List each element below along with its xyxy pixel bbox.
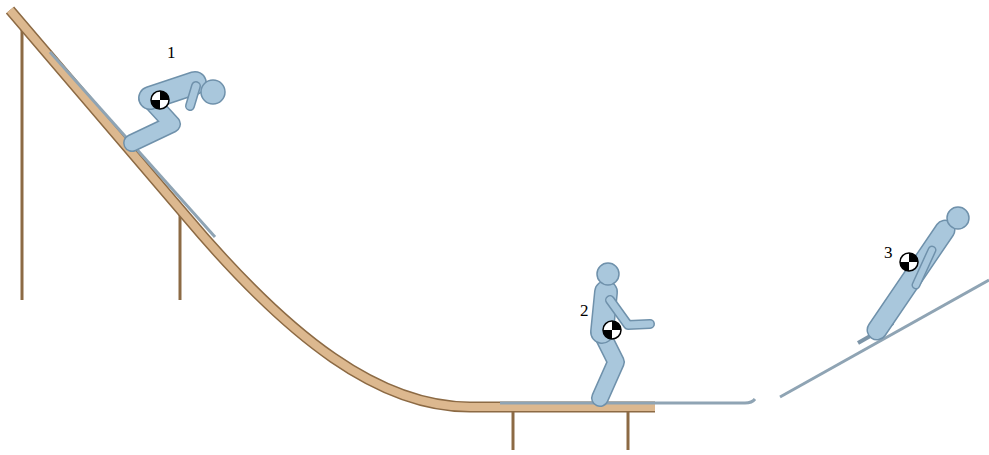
callout-number: 3 [884, 244, 893, 261]
com-circle [900, 253, 918, 271]
skier-head [201, 80, 225, 104]
ramp [10, 10, 655, 407]
com-quadrant [603, 330, 612, 339]
ramp-ski-track [50, 52, 215, 237]
center-of-mass-symbol [900, 253, 918, 271]
skier-1 [132, 80, 225, 143]
supports [22, 28, 628, 450]
skier-2 [597, 263, 650, 398]
support-post [21, 28, 24, 300]
support-post [627, 410, 630, 450]
center-of-mass-symbols [151, 91, 918, 339]
skier-head [947, 207, 969, 229]
skier-head [597, 263, 619, 285]
landing-slope [780, 280, 989, 397]
com-quadrant [909, 253, 918, 262]
com-circle [603, 321, 621, 339]
callout-number: 1 [167, 44, 176, 61]
skier-3 [877, 207, 969, 330]
com-quadrant [612, 321, 621, 330]
ski [500, 399, 755, 403]
com-quadrant [151, 100, 160, 109]
com-circle [151, 91, 169, 109]
com-quadrant [900, 262, 909, 271]
com-quadrant [160, 91, 169, 100]
skier-arm [190, 86, 196, 106]
callout-number: 2 [580, 302, 589, 319]
ramp-outline [10, 10, 655, 407]
skier-body [877, 230, 945, 330]
skier-arm [916, 250, 932, 285]
skier-arm [190, 86, 196, 106]
center-of-mass-symbol [603, 321, 621, 339]
support-post [179, 212, 182, 300]
support-post [512, 410, 515, 450]
skier-arm [916, 250, 932, 285]
center-of-mass-symbol [151, 91, 169, 109]
skier-body [877, 230, 945, 330]
